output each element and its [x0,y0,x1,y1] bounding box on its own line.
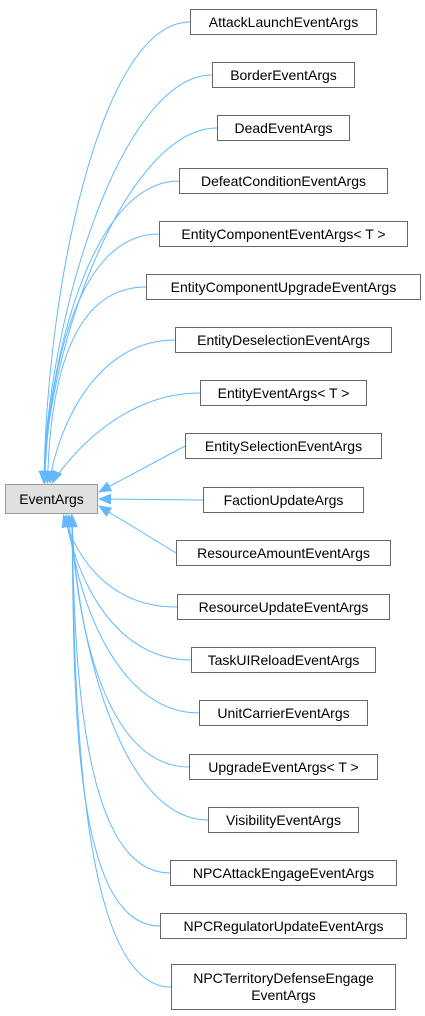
node-npcattackengageeventargs[interactable]: NPCAttackEngageEventArgs [170,860,397,886]
node-entityselectioneventargs[interactable]: EntitySelectionEventArgs [185,433,382,459]
inheritance-edge [61,513,178,608]
inheritance-edge [66,513,161,927]
inheritance-edge [63,513,200,714]
inheritance-edge [38,180,180,485]
inheritance-edge [66,513,171,874]
node-resourceamounteventargs[interactable]: ResourceAmountEventArgs [176,540,391,566]
node-factionupdateargs[interactable]: FactionUpdateArgs [203,487,364,513]
inheritance-edge [98,505,177,554]
node-visibilityeventargs[interactable]: VisibilityEventArgs [208,807,359,833]
node-eventargs: EventArgs [5,484,98,514]
inheritance-edge [66,513,190,768]
inheritance-edge [61,513,192,661]
inheritance-edge [45,339,176,485]
inheritance-edge [66,513,209,821]
node-entitydeselectioneventargs[interactable]: EntityDeselectionEventArgs [175,327,392,353]
inheritance-edge [38,21,191,485]
inheritance-edge [52,392,201,485]
node-unitcarriereventargs[interactable]: UnitCarrierEventArgs [199,700,368,726]
inheritance-edge [38,74,213,485]
node-attacklauncheventargs[interactable]: AttackLaunchEventArgs [190,9,377,35]
node-npcregulatorupdateeventargs[interactable]: NPCRegulatorUpdateEventArgs [160,913,407,939]
node-entitycomponentupgradeeventargs[interactable]: EntityComponentUpgradeEventArgs [146,274,421,300]
inheritance-edge [97,493,204,505]
node-bordereventargs[interactable]: BorderEventArgs [212,62,355,88]
node-deadeventargs[interactable]: DeadEventArgs [217,115,350,141]
node-resourceupdateeventargs[interactable]: ResourceUpdateEventArgs [177,594,390,620]
inheritance-edge [39,233,160,485]
node-upgradeeventargs-t[interactable]: UpgradeEventArgs< T > [189,754,378,780]
inheritance-edge [98,445,186,493]
node-entitycomponenteventargs-t[interactable]: EntityComponentEventArgs< T > [159,221,408,247]
inheritance-edge [66,513,172,988]
inheritance-edge [42,286,147,485]
node-npcterritorydefenseengage-eventargs[interactable]: NPCTerritoryDefenseEngage EventArgs [171,964,396,1010]
node-taskuireloadeventargs[interactable]: TaskUIReloadEventArgs [191,647,376,673]
node-defeatconditioneventargs[interactable]: DefeatConditionEventArgs [179,168,388,194]
node-entityeventargs-t[interactable]: EntityEventArgs< T > [200,380,367,406]
